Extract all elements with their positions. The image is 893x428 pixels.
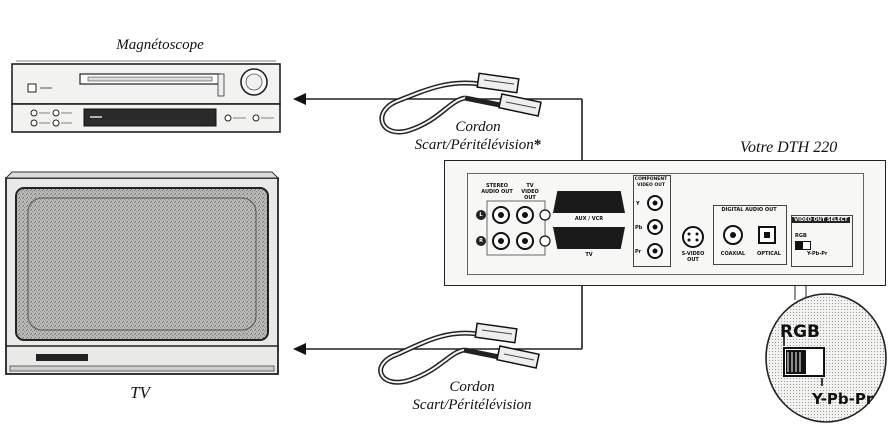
s-video-jack — [682, 226, 704, 248]
cable-top-label-line1: Cordon — [455, 119, 501, 135]
aux-vcr-label: AUX / VCR — [574, 216, 604, 222]
scart-cable-top — [379, 72, 542, 135]
stereo-audio-out-label: STEREO AUDIO OUT — [477, 183, 517, 195]
s-video-out-sublabel: OUT — [687, 257, 699, 263]
cable-top-label-line2: Scart/Péritélévision — [414, 137, 534, 153]
switch-callout-circle — [765, 293, 887, 423]
s-video-out-label: S-VIDEO OUT — [675, 251, 711, 263]
player-jack-area — [467, 173, 864, 275]
tv-caption: TV — [130, 383, 150, 402]
video-out-label: VIDEO OUT — [521, 189, 539, 201]
component-video-out-sublabel: VIDEO OUT — [637, 183, 665, 188]
audio-out-label: AUDIO OUT — [481, 189, 513, 195]
tv-label: TV — [526, 183, 534, 189]
optical-label: OPTICAL — [757, 251, 781, 257]
vcr-caption: Magnétoscope — [116, 37, 204, 53]
video-out-select-block — [791, 215, 853, 267]
callout-ypbpr-label: Y-Pb-Pr — [812, 390, 874, 408]
player-caption: Votre DTH 220 — [740, 139, 838, 156]
digital-audio-out-label: DIGITAL AUDIO OUT — [721, 207, 777, 213]
video-out-select-rgb-small: RGB — [795, 233, 807, 239]
digital-audio-out-block — [713, 205, 787, 265]
component-pr-label: Pr — [635, 249, 642, 255]
audio-video-jacks — [476, 200, 551, 256]
aux-vcr-scart-socket — [553, 191, 625, 213]
callout-rgb-label: RGB — [780, 322, 821, 342]
jack-l-label: L — [479, 212, 483, 218]
video-out-select-label: VIDEO OUT SELECT — [792, 217, 850, 223]
digital-audio-jacks — [723, 225, 776, 245]
component-y-label: Y — [636, 201, 640, 207]
tv-scart-socket — [553, 227, 625, 249]
player-rear-panel: STEREO AUDIO OUT TV VIDEO OUT L R AUX / … — [444, 160, 886, 286]
cable-top-footnote-mark: * — [533, 137, 542, 153]
cable-bottom-label-line2: Scart/Péritélévision — [412, 397, 532, 413]
stereo-label: STEREO — [486, 183, 508, 189]
tv-video-out-label: TV VIDEO OUT — [515, 183, 545, 201]
cable-top-label-line2-row: Scart/Péritélévision* — [398, 136, 558, 154]
tv-scart-label: TV — [585, 252, 593, 258]
component-label: COMPONENT — [634, 177, 668, 182]
component-video-out-block — [633, 175, 671, 267]
video-out-select-switch-knob — [796, 242, 803, 249]
jack-r-label: R — [479, 238, 483, 244]
s-video-label: S-VIDEO — [681, 251, 705, 257]
coaxial-label: COAXIAL — [720, 251, 746, 257]
component-video-out-label: COMPONENT VIDEO OUT — [634, 177, 668, 189]
cable-top-caption: Cordon Scart/Péritélévision* — [398, 118, 558, 154]
component-pb-label: Pb — [635, 225, 643, 231]
tv-device — [4, 171, 280, 375]
cable-bottom-label-line1: Cordon — [449, 379, 495, 395]
cable-bottom-caption: Cordon Scart/Péritélévision — [392, 378, 552, 414]
component-jacks — [647, 195, 663, 259]
vcr-device — [11, 60, 281, 133]
scart-cable-bottom — [378, 322, 540, 385]
video-out-select-ypbpr-small: Y-Pb-Pr — [807, 251, 828, 257]
video-out-select-switch[interactable] — [795, 241, 811, 250]
